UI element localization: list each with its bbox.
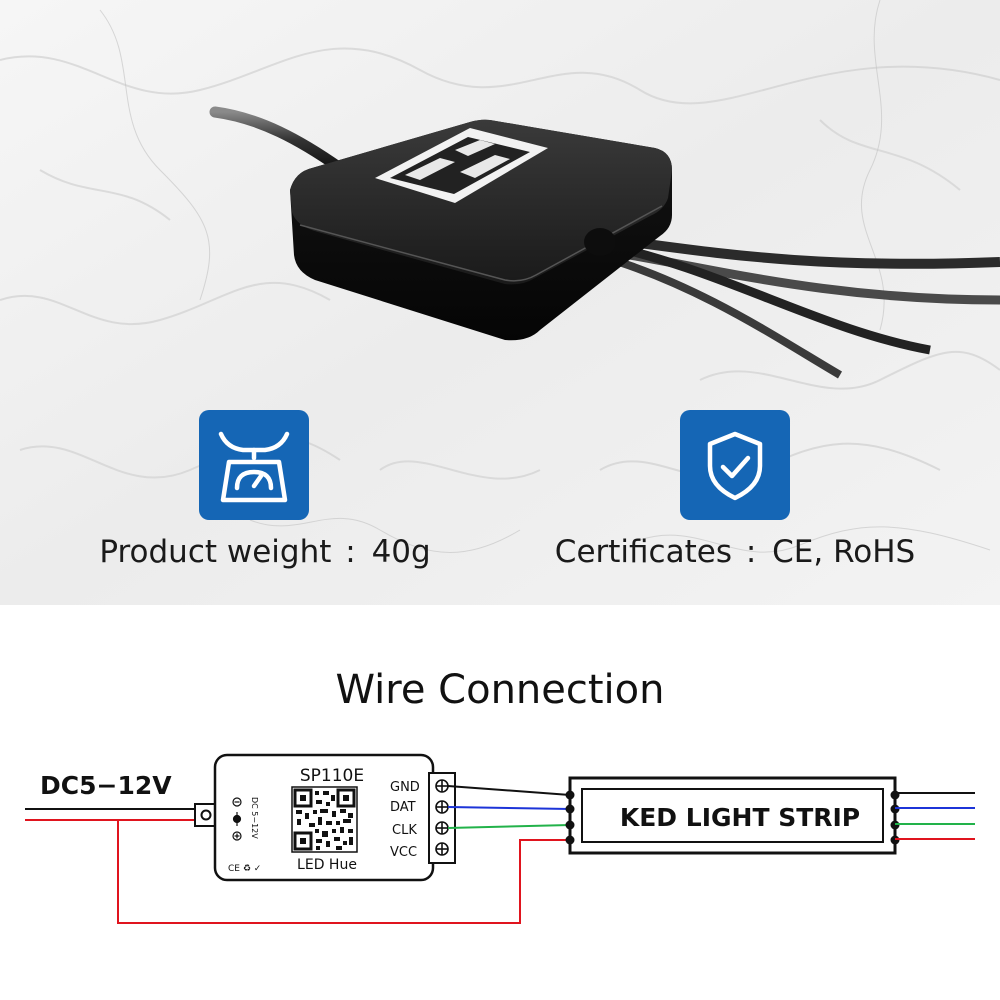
weight-badge [199, 410, 309, 520]
certificate-badge [680, 410, 790, 520]
gnd-wire [447, 785, 571, 796]
marble-veins [0, 47, 1000, 480]
certificate-label: Certificates [554, 534, 732, 570]
terminal-label-clk: CLK [392, 823, 417, 838]
weight-separator: : [345, 534, 356, 570]
certificate-separator: : [745, 534, 757, 570]
product-photo [0, 0, 1000, 605]
clk-wire [447, 824, 571, 829]
voltage-marking: DC 5−12V [250, 797, 259, 839]
terminal-label-dat: DAT [390, 800, 416, 815]
terminal-label-gnd: GND [390, 780, 420, 795]
weight-caption: Product weight : 40g [60, 534, 470, 584]
controller-box [290, 119, 672, 341]
weight-value: 40g [371, 534, 431, 570]
qr-code [291, 786, 358, 853]
output-cables [598, 252, 843, 379]
wiring-diagram: DC5−12V SP110E LED Hue GND DAT CLK VCC D… [25, 753, 975, 924]
power-label: DC5−12V [40, 771, 172, 800]
qr-sticker [375, 128, 548, 203]
shield-check-icon [707, 431, 763, 501]
controller-model: SP110E [300, 766, 364, 786]
vcc-bypass-wire [117, 820, 570, 924]
product-photo-section: Product weight : 40g Certificates : CE, … [0, 0, 1000, 605]
led-strip: KED LIGHT STRIP [565, 776, 900, 855]
certificate-caption: Certificates : CE, RoHS [535, 534, 935, 584]
controller: SP110E LED Hue GND DAT CLK VCC DC 5−12V … [213, 753, 456, 882]
dat-wire [447, 806, 571, 810]
certificate-value: CE, RoHS [772, 534, 916, 570]
section-title: Wire Connection [335, 667, 665, 713]
wiring-section: Wire Connection DC5−12V SP110E LED Hue G… [0, 605, 1000, 1000]
controller-app-name: LED Hue [297, 857, 357, 873]
input-cable [209, 106, 346, 174]
scale-icon [218, 431, 290, 503]
weight-label: Product weight [99, 534, 332, 570]
terminal-label-vcc: VCC [390, 845, 417, 860]
polarity-symbol [232, 797, 242, 841]
terminal-screws [435, 779, 449, 856]
controller-cert-marks: CE ♻ ✓ [228, 864, 261, 874]
strip-label: KED LIGHT STRIP [620, 803, 860, 832]
